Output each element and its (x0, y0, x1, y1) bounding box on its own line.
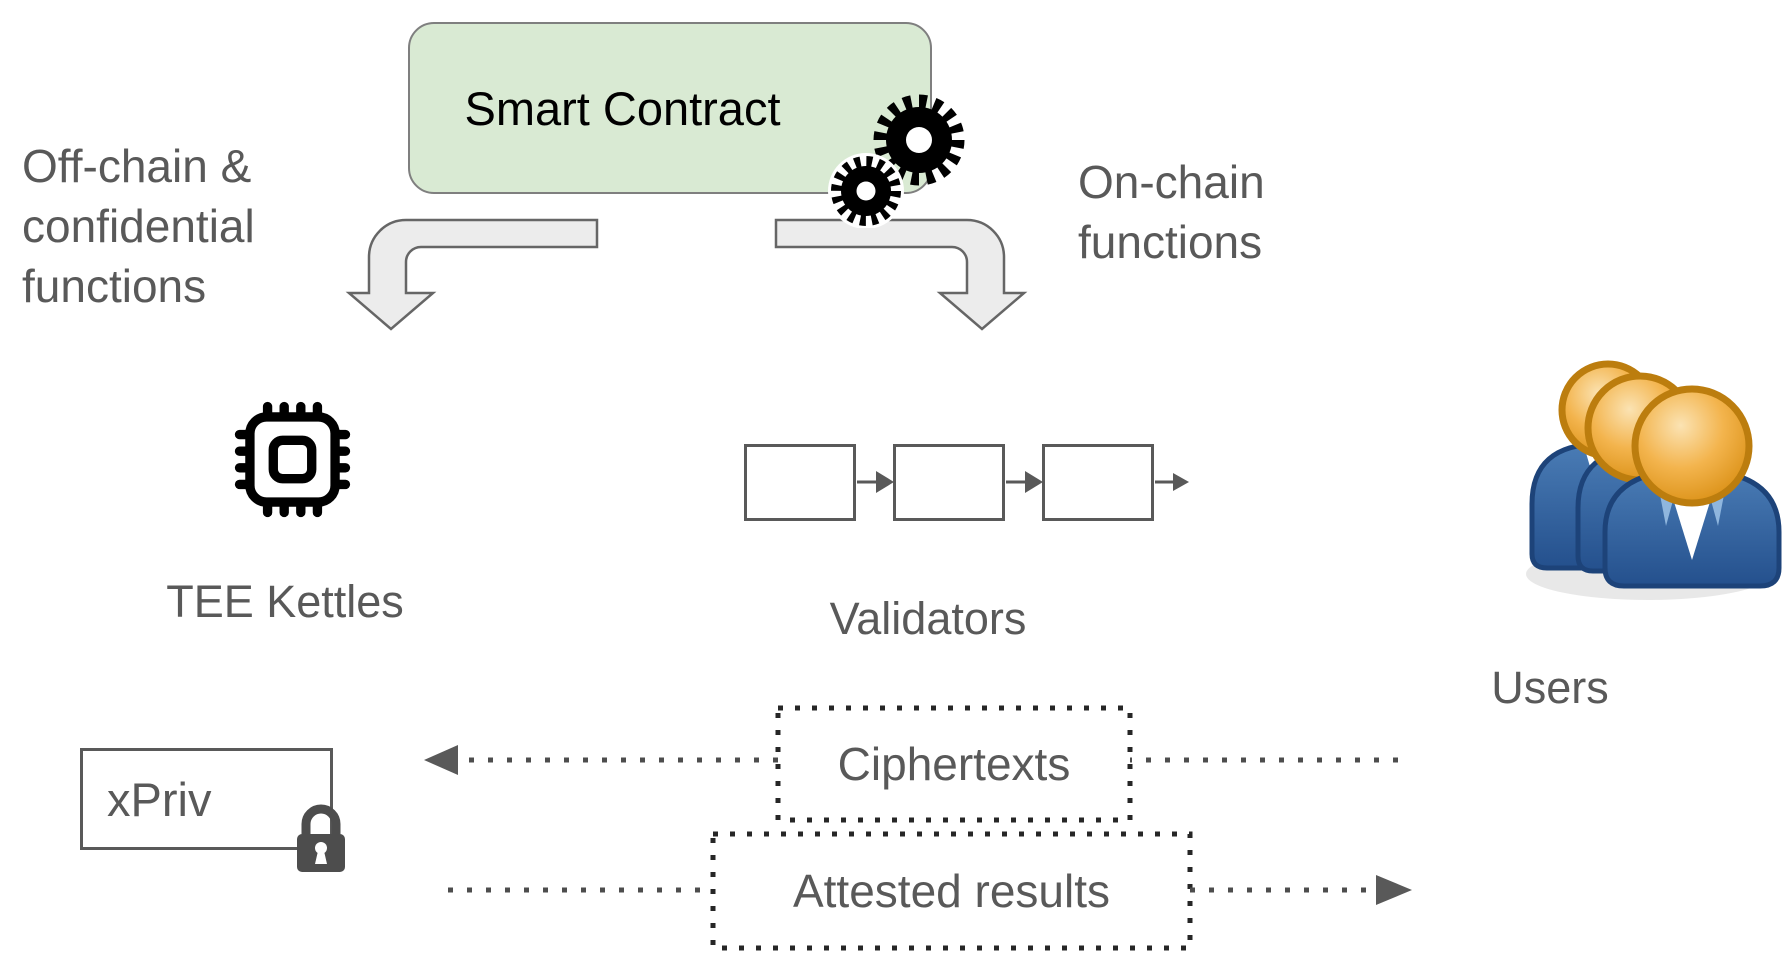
attested-results-flow-label: Attested results (792, 865, 1111, 917)
validators-label: Validators (829, 593, 1027, 644)
ciphertexts-flow-label: Ciphertexts (837, 738, 1071, 790)
onchain-functions-label: On-chain functions (1078, 156, 1265, 268)
ciphertexts-left-arrowhead (424, 745, 458, 775)
block-connector-arrow (1006, 471, 1043, 493)
block-connector-arrow (1155, 473, 1189, 491)
xpriv-box: xPriv (80, 748, 333, 850)
users-group-icon (1526, 360, 1782, 600)
smart-contract-node: Smart Contract (408, 22, 932, 194)
block-connector-arrow (857, 471, 894, 493)
offchain-arrow (345, 218, 599, 331)
small-gear (831, 156, 901, 226)
large-gear (873, 94, 965, 186)
attested-results-box (710, 831, 1193, 951)
validator-block (893, 444, 1005, 521)
cpu-chip-icon (234, 401, 351, 518)
offchain-functions-label: Off-chain & confidential functions (22, 140, 255, 312)
validator-block (744, 444, 856, 521)
tee-kettles-label: TEE Kettles (166, 576, 404, 627)
xpriv-label: xPriv (107, 772, 212, 826)
onchain-arrow (774, 218, 1028, 331)
smart-contract-label: Smart Contract (464, 81, 781, 135)
validator-block (1042, 444, 1154, 521)
ciphertexts-box (775, 705, 1133, 823)
padlock-icon (297, 804, 345, 872)
gears-icon (828, 94, 965, 228)
users-label: Users (1491, 662, 1609, 713)
attested-right-arrowhead (1376, 875, 1412, 905)
